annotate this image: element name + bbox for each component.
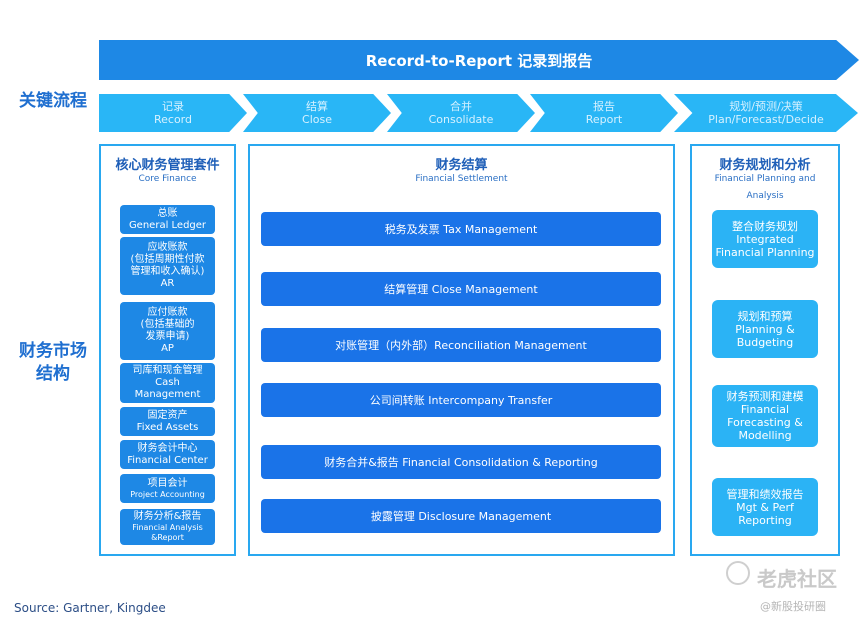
ap-line2: (包括基础的 (140, 319, 195, 330)
consolidation-reporting-bar: 财务合并&报告 Financial Consolidation & Report… (261, 445, 661, 479)
key-process-text: 关键流程 (19, 91, 87, 111)
key-process-label: 关键流程 (8, 90, 98, 113)
general-ledger-en: General Ledger (128, 219, 207, 231)
project-accounting-cn: 项目会计 (147, 477, 188, 489)
cash-line1: 司库和现金管理 (132, 365, 203, 376)
stage-report-cn: 报告 (593, 100, 615, 113)
forecasting-en2: Forecasting & (727, 416, 803, 429)
financial-center-en: Financial Center (127, 454, 208, 466)
planning-budgeting-en2: Budgeting (736, 335, 794, 349)
mgt-perf-en2: Reporting (738, 513, 792, 527)
stage-close: 结算 Close (243, 94, 391, 132)
left-item-financial-analysis: 财务分析&报告 Financial Analysis &Report (120, 509, 215, 545)
stage-report: 报告 Report (530, 94, 678, 132)
stage-plan-forecast-decide: 规划/预测/决策 Plan/Forecast/Decide (674, 94, 858, 132)
disclosure-management-bar: 披露管理 Disclosure Management (261, 499, 661, 533)
stage-record-cn: 记录 (162, 100, 184, 113)
consolidation-reporting-text: 财务合并&报告 Financial Consolidation & Report… (324, 456, 598, 469)
planning-budgeting-en1: Planning & (735, 322, 795, 336)
left-item-ap: 应付账款 (包括基础的 发票申请) AP (120, 302, 215, 360)
mgt-perf-cn: 管理和绩效报告 (726, 487, 804, 501)
financial-analysis-en2: &Report (151, 533, 184, 542)
disclosure-management-text: 披露管理 Disclosure Management (370, 510, 552, 523)
project-accounting-en: Project Accounting (130, 489, 205, 499)
right-item-planning-budgeting: 规划和预算 Planning & Budgeting (712, 300, 818, 358)
close-management-bar: 结算管理 Close Management (261, 272, 661, 306)
reconciliation-management-text: 对账管理（内外部）Reconciliation Management (335, 339, 587, 352)
general-ledger-cn: 总账 (157, 207, 178, 219)
left-item-general-ledger: 总账 General Ledger (120, 205, 215, 234)
fixed-assets-en: Fixed Assets (136, 421, 199, 433)
ap-line3: 发票申请) (145, 331, 190, 342)
planning-analysis-title: 财务规划和分析 (719, 158, 811, 173)
financial-analysis-cn: 财务分析&报告 (133, 511, 202, 522)
stage-plan-en: Plan/Forecast/Decide (708, 113, 824, 126)
ar-line2: (包括周期性付款 (130, 254, 205, 265)
integrated-planning-cn: 整合财务规划 (732, 219, 798, 233)
left-item-project-accounting: 项目会计 Project Accounting (120, 474, 215, 503)
core-finance-subtitle: Core Finance (138, 174, 197, 184)
integrated-planning-en2: Financial Planning (715, 245, 815, 259)
ar-line4: AR (160, 278, 175, 289)
tax-management-bar: 税务及发票 Tax Management (261, 212, 661, 246)
planning-analysis-subtitle-2: Analysis (746, 191, 784, 201)
fixed-assets-cn: 固定资产 (147, 409, 188, 421)
record-to-report-banner: Record-to-Report 记录到报告 (99, 40, 859, 80)
left-item-ar: 应收账款 (包括周期性付款 管理和收入确认) AR (120, 237, 215, 295)
stage-record: 记录 Record (99, 94, 247, 132)
tiger-logo-icon (726, 561, 750, 585)
watermark-handle: @新股投研圈 (760, 600, 826, 613)
stage-plan-cn: 规划/预测/决策 (729, 100, 803, 113)
left-item-fixed-assets: 固定资产 Fixed Assets (120, 407, 215, 436)
stage-record-en: Record (153, 113, 192, 126)
ap-line4: AP (161, 343, 174, 354)
source-note: Source: Gartner, Kingdee (14, 601, 166, 615)
planning-budgeting-cn: 规划和预算 (737, 309, 793, 323)
stage-report-en: Report (585, 113, 623, 126)
watermark-main: 老虎社区 (757, 567, 837, 591)
ap-line1: 应付账款 (147, 307, 188, 318)
left-item-financial-center: 财务会计中心 Financial Center (120, 440, 215, 469)
right-item-forecasting-modelling: 财务预测和建模 Financial Forecasting & Modellin… (712, 385, 818, 447)
forecasting-en1: Financial (740, 403, 790, 416)
integrated-planning-en1: Integrated (736, 232, 794, 246)
stage-consolidate: 合并 Consolidate (387, 94, 535, 132)
right-item-mgt-perf-reporting: 管理和绩效报告 Mgt & Perf Reporting (712, 478, 818, 536)
banner-title: Record-to-Report 记录到报告 (365, 51, 593, 70)
ar-line1: 应收账款 (147, 242, 188, 253)
financial-center-cn: 财务会计中心 (137, 442, 198, 454)
financial-settlement-title: 财务结算 (435, 158, 488, 173)
left-item-cash-management: 司库和现金管理 Cash Management (120, 363, 215, 403)
core-finance-title: 核心财务管理套件 (115, 158, 220, 173)
right-item-integrated-planning: 整合财务规划 Integrated Financial Planning (712, 210, 818, 268)
cash-line3: Management (134, 389, 201, 400)
mgt-perf-en1: Mgt & Perf (736, 500, 794, 514)
cash-line2: Cash (155, 377, 180, 388)
stage-close-cn: 结算 (306, 100, 328, 113)
market-structure-line1: 财务市场 (19, 341, 87, 361)
finance-market-structure-label: 财务市场 结构 (8, 340, 98, 386)
market-structure-line2: 结构 (36, 364, 70, 384)
forecasting-cn: 财务预测和建模 (726, 390, 804, 403)
intercompany-transfer-text: 公司间转账 Intercompany Transfer (369, 394, 553, 407)
stage-consolidate-en: Consolidate (428, 113, 494, 126)
tax-management-text: 税务及发票 Tax Management (384, 223, 538, 236)
planning-analysis-subtitle-1: Financial Planning and (714, 174, 816, 184)
stage-close-en: Close (302, 113, 332, 126)
financial-analysis-en1: Financial Analysis (132, 523, 203, 532)
reconciliation-management-bar: 对账管理（内外部）Reconciliation Management (261, 328, 661, 362)
close-management-text: 结算管理 Close Management (384, 283, 538, 296)
stage-consolidate-cn: 合并 (450, 100, 472, 113)
forecasting-en3: Modelling (738, 429, 792, 442)
ar-line3: 管理和收入确认) (130, 266, 205, 277)
intercompany-transfer-bar: 公司间转账 Intercompany Transfer (261, 383, 661, 417)
financial-settlement-subtitle: Financial Settlement (415, 174, 508, 184)
